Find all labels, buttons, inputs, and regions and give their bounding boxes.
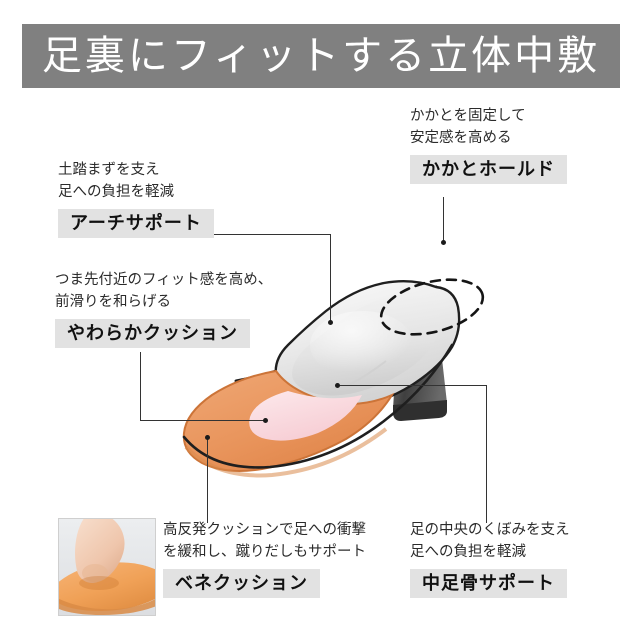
inset-photo-finger-press	[58, 518, 156, 616]
callout-label-metatarsal-support: 中足骨サポート	[410, 568, 567, 599]
forefoot-cushion	[182, 369, 395, 472]
leader-line-arch-support	[212, 234, 330, 235]
leader-line-bene-cushion	[207, 437, 208, 523]
heel-highlight-ellipse	[379, 278, 485, 336]
leader-dot-soft-cushion	[263, 418, 268, 423]
callout-metatarsal-support: 足の中央のくぼみを支え 足への負担を軽減 中足骨サポート	[410, 520, 570, 599]
leader-line-soft-cushion	[140, 352, 141, 420]
leader-line-arch-support-drop	[330, 234, 331, 322]
leader-dot-arch-support	[328, 320, 333, 325]
callout-description-metatarsal-support: 足の中央のくぼみを支え 足への負担を軽減	[410, 522, 570, 560]
callout-label-arch-support: アーチサポート	[58, 208, 214, 239]
leader-dot-heel-hold	[441, 240, 446, 245]
callout-description-bene-cushion: 高反発クッションで足への衝撃 を緩和し、蹴りだしもサポート	[163, 522, 366, 560]
callout-description-arch-support: 土踏まずを支え 足への負担を軽減	[58, 162, 174, 200]
callout-description-soft-cushion: つま先付近のフィット感を高め、 前滑りを和らげる	[55, 272, 273, 310]
callout-bene-cushion: 高反発クッションで足への衝撃 を緩和し、蹴りだしもサポート ベネクッション	[163, 520, 366, 599]
page-title: 足裏にフィットする立体中敷	[41, 33, 601, 78]
leader-dot-metatarsal-support	[335, 383, 340, 388]
callout-label-soft-cushion: やわらかクッション	[55, 318, 250, 349]
callout-label-bene-cushion: ベネクッション	[163, 568, 320, 599]
leader-line-heel-hold	[443, 197, 444, 243]
product-illustration	[140, 195, 520, 525]
callout-arch-support: 土踏まずを支え 足への負担を軽減 アーチサポート	[58, 160, 214, 239]
callout-soft-cushion: つま先付近のフィット感を高め、 前滑りを和らげる やわらかクッション	[55, 270, 273, 349]
callout-label-heel-hold: かかとホールド	[410, 154, 567, 185]
leader-line-metatarsal-support	[337, 385, 486, 386]
leader-line-metatarsal-support-drop	[486, 385, 487, 523]
callout-description-heel-hold: かかとを固定して 安定感を高める	[410, 108, 526, 146]
metatarsal-pink-pad	[249, 391, 362, 441]
leader-line-soft-cushion-run	[140, 420, 266, 421]
leader-dot-bene-cushion	[205, 435, 210, 440]
callout-heel-hold: かかとを固定して 安定感を高める かかとホールド	[410, 106, 567, 185]
title-banner: 足裏にフィットする立体中敷	[22, 24, 620, 88]
